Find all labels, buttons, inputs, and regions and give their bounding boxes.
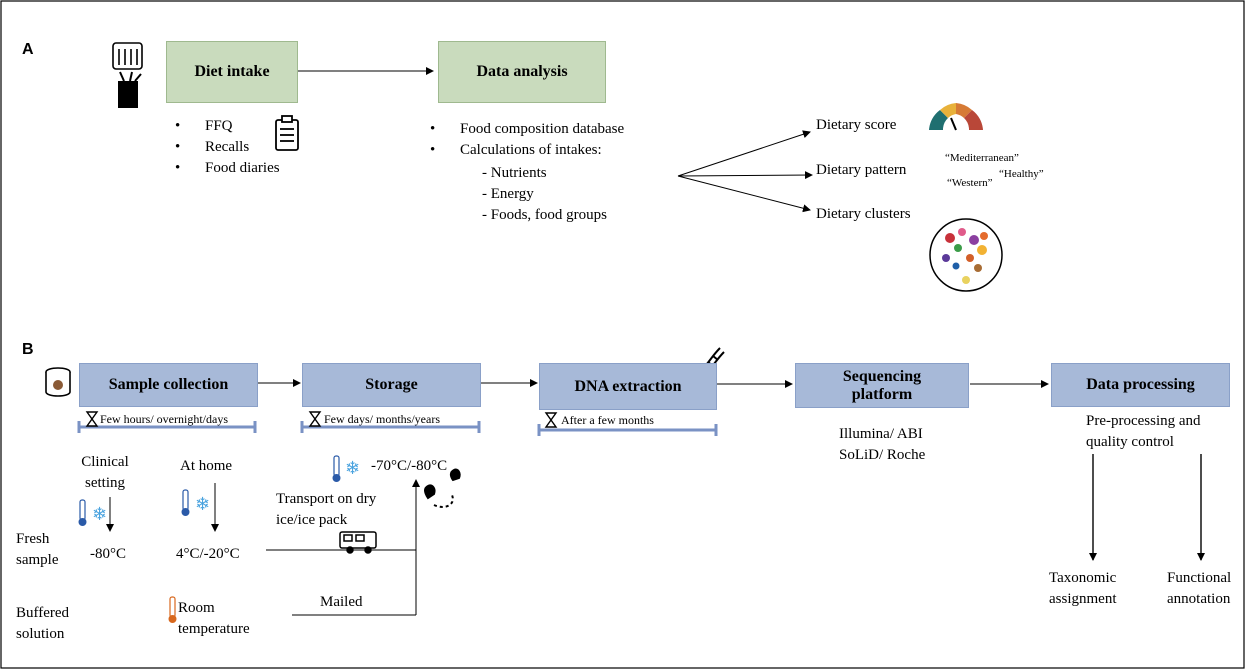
timeline-label-extraction: After a few months bbox=[561, 413, 654, 427]
intake-methods-list: FFQ Recalls Food diaries bbox=[175, 118, 280, 181]
pattern-mediterranean: “Mediterranean” bbox=[945, 152, 1019, 164]
functional-label: Functional annotation bbox=[1167, 570, 1232, 607]
sample-collection-box: Sample collection bbox=[79, 363, 258, 407]
list-item: FFQ bbox=[175, 118, 280, 139]
dietary-pattern-label: Dietary pattern bbox=[816, 162, 907, 178]
pattern-western: “Western” bbox=[947, 177, 993, 189]
sample-container-icon bbox=[45, 367, 71, 397]
list-item: - Energy bbox=[482, 186, 534, 202]
transport-label: Transport on dry ice/ice pack bbox=[276, 491, 377, 528]
hourglass-icon bbox=[85, 411, 99, 427]
intake-subitems: - Nutrients - Energy - Foods, food group… bbox=[482, 163, 607, 226]
snowflake-icon: ❄ bbox=[195, 494, 210, 514]
clinical-setting-label: Clinical setting bbox=[81, 454, 129, 491]
dna-extraction-box: DNA extraction bbox=[539, 363, 717, 410]
buffered-solution-label: Buffered solution bbox=[16, 605, 70, 642]
room-temperature-label: Room temperature bbox=[178, 600, 250, 637]
analysis-items-list: Food composition database Calculations o… bbox=[430, 121, 624, 163]
storage-box: Storage bbox=[302, 363, 481, 407]
arrow-to-dietary-score bbox=[677, 130, 811, 177]
mailed-label: Mailed bbox=[320, 594, 363, 610]
panel-label-b: B bbox=[22, 341, 34, 358]
timeline-bar-collection bbox=[77, 421, 257, 433]
timeline-bar-storage bbox=[300, 421, 481, 433]
at-home-label: At home bbox=[180, 458, 233, 474]
temp-clinical-label: -80°C bbox=[90, 546, 126, 562]
snowflake-icon: ❄ bbox=[92, 504, 107, 524]
panel-label-a: A bbox=[22, 41, 34, 58]
timeline-label-collection: Few hours/ overnight/days bbox=[100, 412, 228, 426]
hourglass-icon bbox=[308, 411, 322, 427]
taxonomic-label: Taxonomic assignment bbox=[1049, 570, 1117, 607]
hourglass-icon bbox=[544, 412, 558, 428]
food-plate-icon bbox=[929, 218, 1003, 292]
pattern-healthy: “Healthy” bbox=[999, 168, 1044, 180]
snowflake-icon: ❄ bbox=[345, 458, 360, 478]
platforms-label: Illumina/ ABI SoLiD/ Roche bbox=[839, 426, 926, 463]
thermometer-icon bbox=[78, 499, 87, 526]
list-item: Food composition database bbox=[430, 121, 624, 142]
preprocessing-label: Pre-processing and quality control bbox=[1086, 413, 1201, 450]
grocery-bag-icon bbox=[118, 71, 142, 108]
data-analysis-box: Data analysis bbox=[438, 41, 606, 103]
thermometer-icon bbox=[181, 489, 190, 516]
timeline-bar-extraction bbox=[537, 424, 718, 436]
sequencing-platform-box: Sequencing platform bbox=[795, 363, 969, 408]
route-location-icon bbox=[424, 468, 461, 508]
temp-home-label: 4°C/-20°C bbox=[176, 546, 240, 562]
van-icon bbox=[339, 531, 377, 554]
dietary-clusters-label: Dietary clusters bbox=[816, 206, 911, 222]
list-item: Calculations of intakes: bbox=[430, 142, 624, 163]
dietary-score-label: Dietary score bbox=[816, 117, 897, 133]
diet-intake-box: Diet intake bbox=[166, 41, 298, 103]
storage-temp-label: -70°C/-80°C bbox=[371, 458, 448, 474]
list-item: - Nutrients bbox=[482, 165, 547, 181]
thermometer-warm-icon bbox=[168, 596, 177, 623]
menu-icon bbox=[112, 42, 143, 70]
list-item: Recalls bbox=[175, 139, 280, 160]
gauge-icon bbox=[929, 103, 983, 131]
list-item: Food diaries bbox=[175, 160, 280, 181]
arrow-to-dietary-clusters bbox=[677, 175, 811, 213]
thermometer-icon bbox=[332, 455, 341, 482]
data-processing-box: Data processing bbox=[1051, 363, 1230, 407]
list-item: - Foods, food groups bbox=[482, 207, 608, 223]
timeline-label-storage: Few days/ months/years bbox=[324, 412, 440, 426]
arrow-to-dietary-pattern bbox=[677, 171, 813, 180]
fresh-sample-label: Fresh sample bbox=[16, 531, 59, 568]
